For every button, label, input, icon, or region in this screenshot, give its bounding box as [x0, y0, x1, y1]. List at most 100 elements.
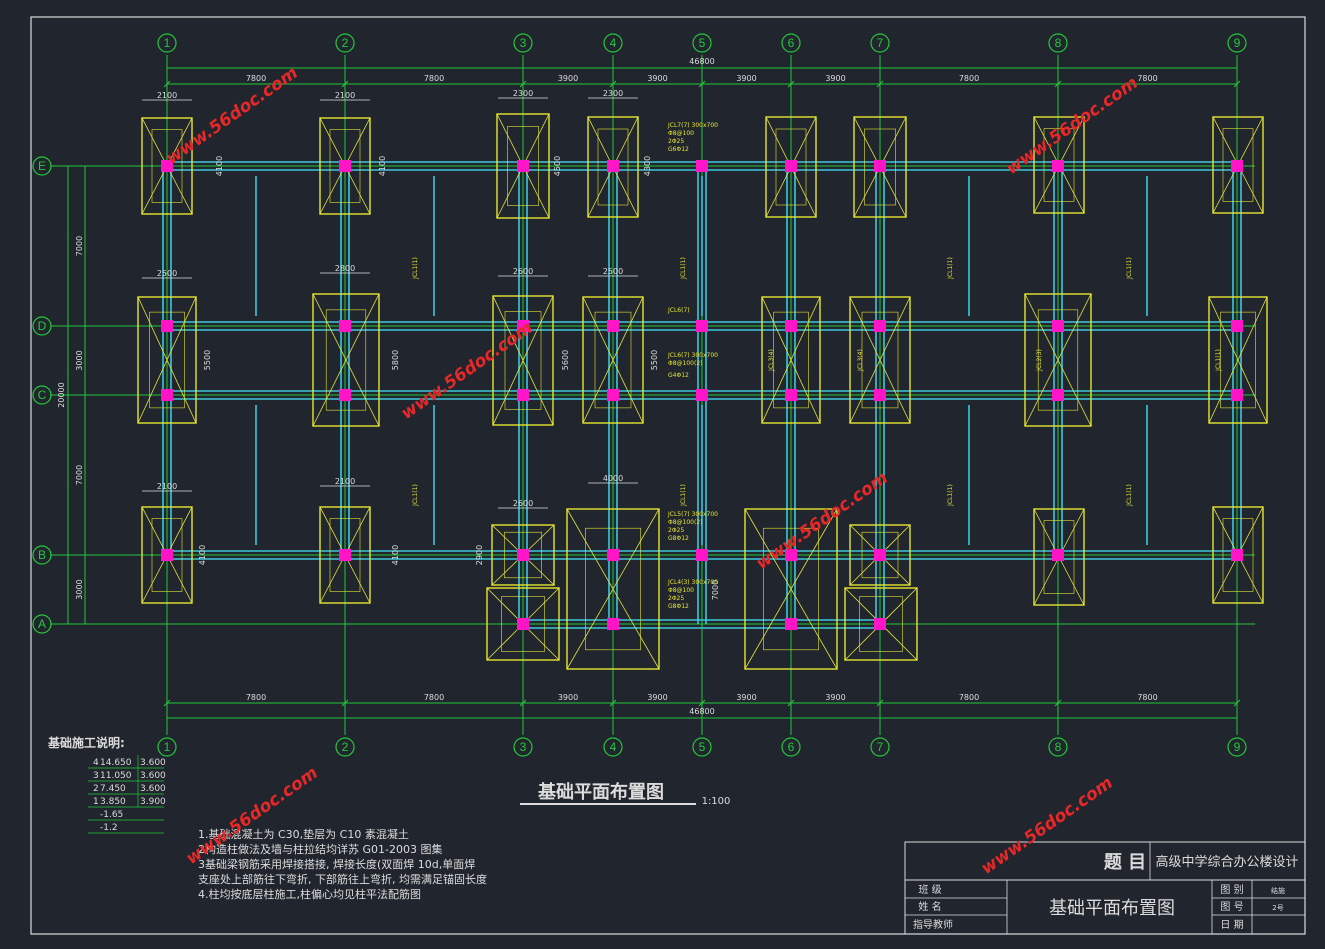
beam-vertical-label-6: JCL1(1) — [947, 484, 954, 507]
axis-bubble-bottom-2-circle — [335, 737, 355, 757]
axis-bubble-row-E-circle — [32, 156, 52, 176]
footing-inner-1 — [151, 129, 183, 203]
level-table-floor-3: 1 — [93, 797, 99, 807]
axis-bubble-row-A-label: A — [38, 617, 46, 631]
beam-note-jcl6-line1: Φ8@100(2) — [668, 360, 703, 367]
axis-bubble-top-2-circle — [335, 33, 355, 53]
top-bay-dim-tick-1 — [341, 80, 349, 88]
beam-note-jcl6-title: JCL6(7) — [667, 307, 690, 314]
axis-bubble-bottom-6-label: 6 — [788, 740, 795, 754]
axis-bubble-bottom-5-label: 5 — [699, 740, 706, 754]
footing-6 — [853, 116, 907, 218]
note-item-4: 支座处上部筋往下弯折, 下部筋往上弯折, 均需满足锚固长度 — [198, 872, 487, 886]
column-19 — [696, 389, 708, 401]
bottom-bay-dim-value-1: 7800 — [424, 693, 444, 702]
axis-bubble-top-1-label: 1 — [164, 36, 171, 50]
footing-inner-4 — [597, 128, 629, 206]
beam-vertical-label-7: JCL1(1) — [1126, 484, 1133, 507]
column-5 — [339, 160, 351, 172]
top-bay-dim-tick-2 — [519, 80, 527, 88]
axis-bubble-bottom-1-circle — [157, 737, 177, 757]
beam-note-jcl4-line1: Φ8@100 — [668, 587, 694, 594]
footing-inner-13 — [773, 311, 809, 409]
drawing-border — [30, 16, 1306, 935]
axis-bubble-row-B-label: B — [38, 548, 46, 562]
axis-bubble-top-7-label: 7 — [877, 36, 884, 50]
footing-19 — [491, 524, 555, 586]
top-bay-dim-value-4: 3900 — [736, 74, 756, 83]
column-6 — [339, 320, 351, 332]
beam-note-jcl5-line2: 2Φ25 — [668, 527, 684, 534]
footing-diag-b-16 — [1208, 296, 1268, 424]
level-table-floor-0: 4 — [93, 758, 99, 768]
column-10 — [517, 320, 529, 332]
footing-inner-10 — [325, 309, 367, 411]
bottom-bay-dim-value-5: 3900 — [825, 693, 845, 702]
beam-vertical-label-10: JCL2(3) — [1036, 349, 1043, 372]
footing-width-dim-2: 2300 — [513, 89, 533, 98]
footing-diag-b-14 — [849, 296, 911, 424]
watermark-4: www.56doc.com — [753, 468, 892, 574]
footing-diag-b-21 — [744, 508, 838, 670]
column-16 — [607, 549, 619, 561]
level-table-height-2: 3.600 — [140, 784, 166, 794]
footing-inner-9 — [149, 311, 185, 409]
footing-depth-dim-10: 2900 — [475, 545, 484, 565]
footing-inner-3 — [507, 126, 539, 206]
column-21 — [785, 160, 797, 172]
footing-inner-15 — [1037, 309, 1079, 411]
footing-9 — [137, 296, 197, 424]
top-bay-dim-tick-3 — [609, 80, 617, 88]
beam-note-jcl7-line2: 2Φ25 — [668, 138, 684, 145]
footing-17 — [141, 506, 193, 604]
axis-bubble-top-4-circle — [603, 33, 623, 53]
bottom-bay-dim-tick-4 — [698, 699, 706, 707]
footing-22 — [849, 524, 911, 586]
column-23 — [785, 389, 797, 401]
axis-bubble-row-E-label: E — [38, 159, 46, 173]
title-block-name-label: 姓 名 — [918, 900, 941, 913]
column-9 — [517, 160, 529, 172]
axis-bubble-bottom-9-circle — [1227, 737, 1247, 757]
column-13 — [607, 160, 619, 172]
column-4 — [161, 549, 173, 561]
axis-bubble-row-A-circle — [32, 614, 52, 634]
note-item-5: 4.柱均按底层柱施工,柱偏心均见柱平法配筋图 — [198, 887, 421, 901]
axis-bubble-bottom-6-circle — [781, 737, 801, 757]
beam-vertical-label-1: JCL1(1) — [680, 257, 687, 280]
left-span-dim-3: 3000 — [75, 579, 84, 599]
axis-bubble-top-8-label: 8 — [1055, 36, 1062, 50]
beam-vertical-label-9: JCL3(4) — [857, 349, 864, 372]
column-17 — [696, 160, 708, 172]
title-block-subject-value: 高级中学综合办公楼设计 — [1155, 854, 1298, 870]
footing-depth-dim-8: 4100 — [198, 545, 207, 565]
beam-note-jcl7-title: JCL7(7) 300x700 — [667, 122, 718, 129]
top-bay-dim-tick-6 — [876, 80, 884, 88]
footing-diag-b-15 — [1024, 293, 1092, 427]
footing-inner-7 — [1043, 128, 1075, 202]
bottom-bay-dim-tick-5 — [787, 699, 795, 707]
bottom-bay-dim-tick-2 — [519, 699, 527, 707]
level-table-elevation-0: 14.650 — [100, 758, 132, 768]
column-18 — [696, 320, 708, 332]
axis-bubble-bottom-3-circle — [513, 737, 533, 757]
footing-2 — [319, 117, 371, 215]
footing-inner-16 — [1220, 311, 1256, 409]
footing-width-dim-3: 2300 — [603, 89, 623, 98]
footing-width-dim-7: 2500 — [603, 267, 623, 276]
left-span-dim-2: 7000 — [75, 465, 84, 485]
bottom-total-dim: 46800 — [689, 707, 714, 716]
footing-depth-dim-3: 4300 — [643, 156, 652, 176]
footing-width-dim-9: 2100 — [335, 477, 355, 486]
footing-21 — [744, 508, 838, 670]
bottom-bay-dim-value-6: 7800 — [959, 693, 979, 702]
beam-note-jcl5-line1: Φ8@100(2) — [668, 519, 703, 526]
level-table-floor-1: 3 — [93, 771, 99, 781]
notes-heading: 基础施工说明: — [47, 735, 125, 750]
footing-20 — [566, 508, 660, 670]
top-bay-dim-value-2: 3900 — [558, 74, 578, 83]
footing-inner-8 — [1222, 128, 1254, 202]
drawing-scale: 1:100 — [702, 796, 731, 807]
beam-note-jcl5-line3: G8Φ12 — [668, 535, 689, 542]
